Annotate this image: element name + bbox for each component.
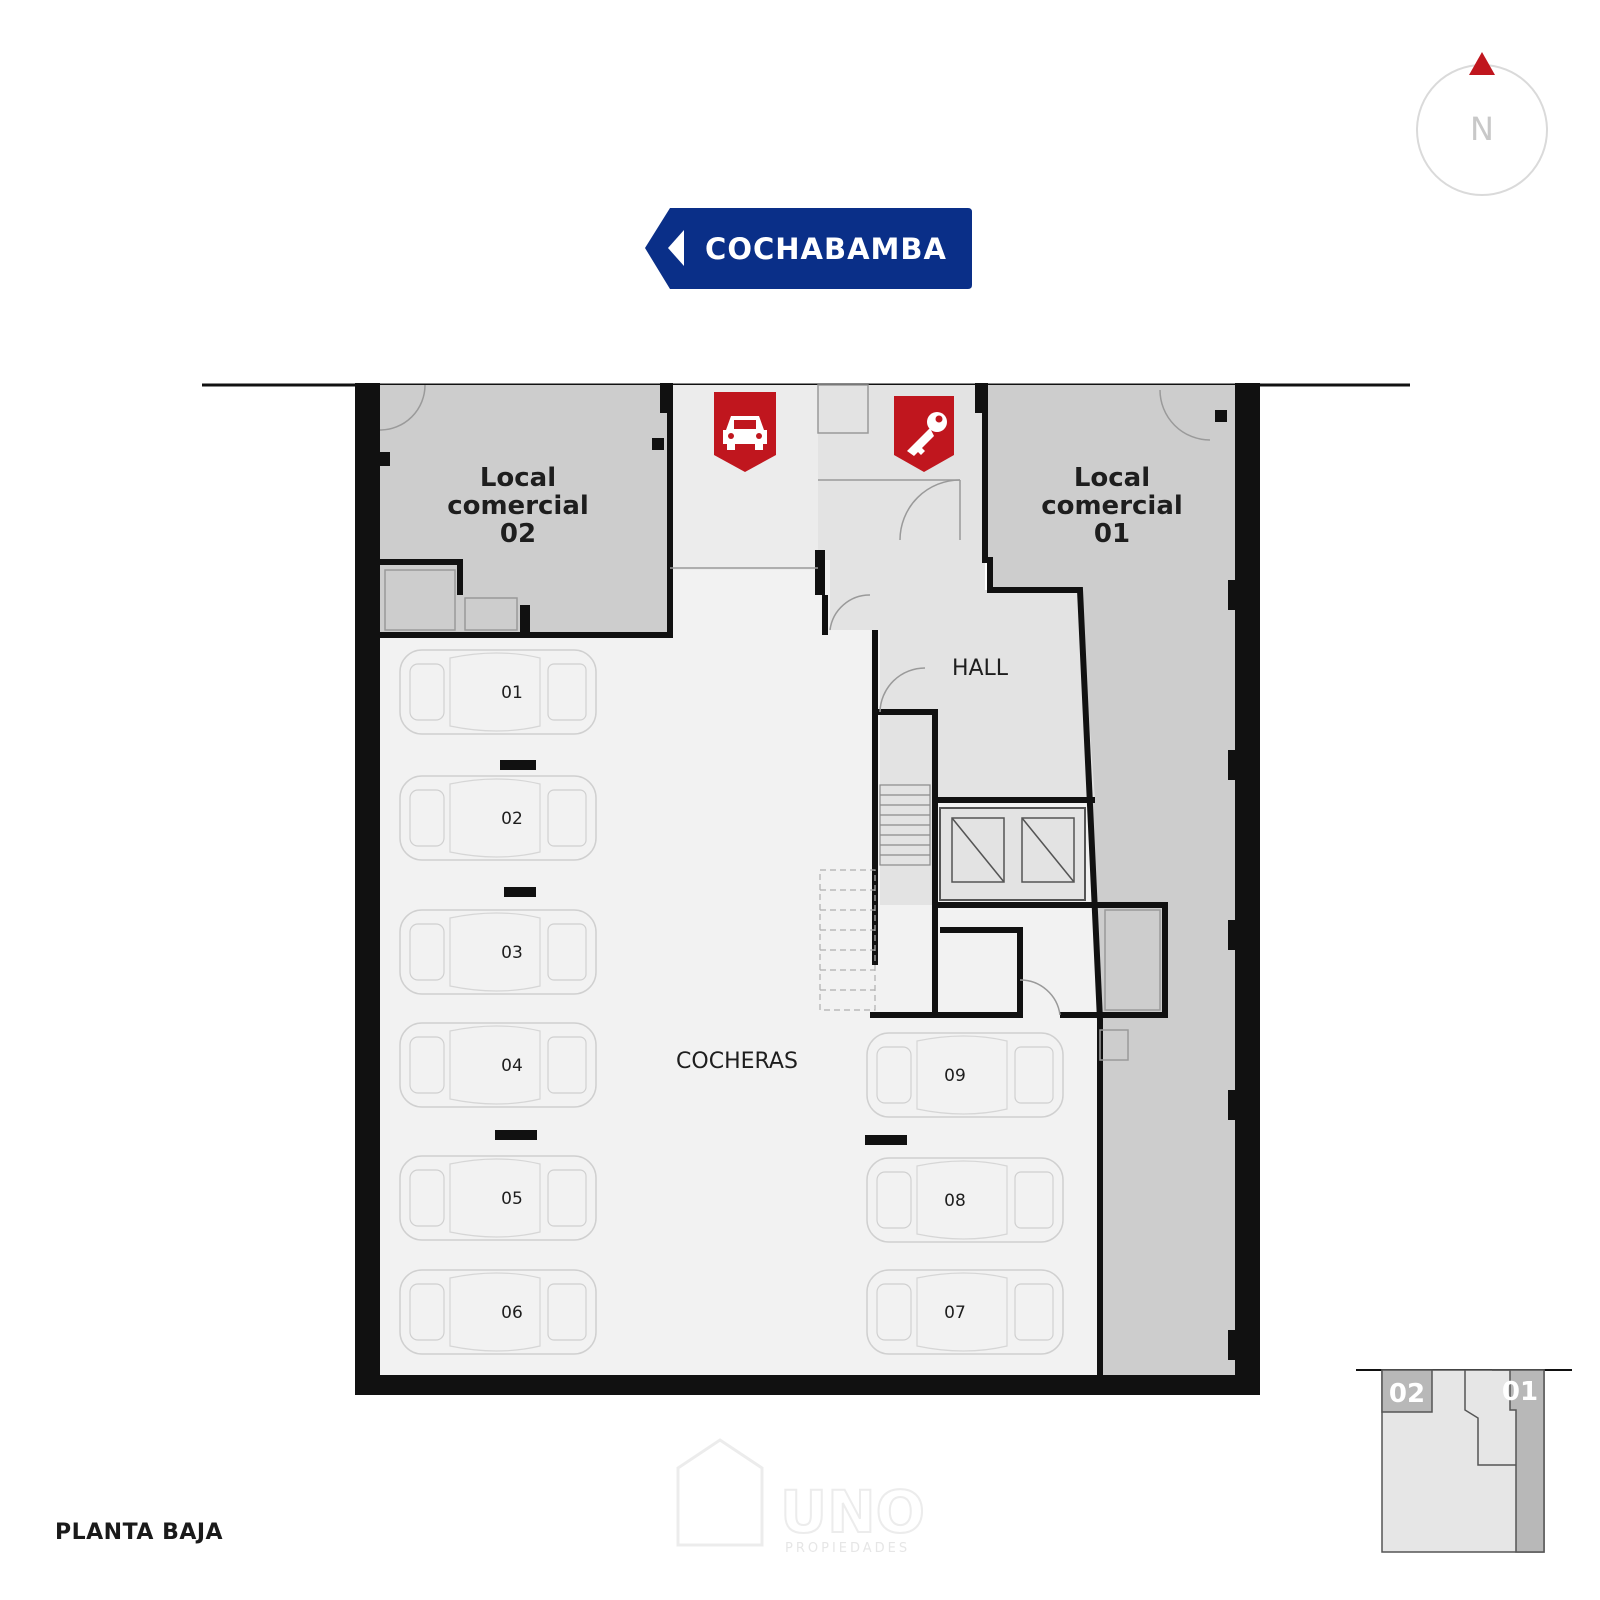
parking-dividers	[495, 760, 907, 1145]
parking-spots: 01 02 03 04 05 06 07 08 09	[399, 649, 1064, 1355]
watermark-sub: PROPIEDADES	[785, 1541, 910, 1556]
parking-spot-label: 03	[501, 943, 523, 963]
local-02-line-1: Local	[480, 463, 556, 493]
parking-spot-label: 08	[944, 1191, 966, 1211]
street-sign: COCHABAMBA	[645, 208, 972, 289]
parked-car-icon	[399, 775, 597, 861]
compass: N	[1416, 52, 1548, 196]
local-02-line-2: comercial	[447, 491, 589, 521]
parking-spot-label: 04	[501, 1056, 523, 1076]
house-logo-icon	[676, 1438, 764, 1547]
outer-walls	[355, 383, 1260, 1395]
key-entrance-icon	[894, 396, 954, 472]
watermark: UNO PROPIEDADES	[676, 1438, 926, 1556]
parking-spot-label: 07	[944, 1303, 966, 1323]
compass-label: N	[1470, 110, 1494, 148]
hall-area	[818, 385, 1095, 905]
parking-spot-label: 05	[501, 1189, 523, 1209]
parked-car-icon	[399, 909, 597, 995]
key-plan: 02 01	[1356, 1369, 1572, 1553]
local-01-line-2: comercial	[1041, 491, 1183, 521]
parked-car-icon	[866, 1157, 1064, 1243]
parked-car-icon	[866, 1269, 1064, 1355]
street-name: COCHABAMBA	[705, 232, 947, 266]
parking-spot-label: 01	[501, 683, 523, 703]
hall-label: HALL	[952, 656, 1009, 681]
parking-spot-label: 02	[501, 809, 523, 829]
parked-car-icon	[399, 1155, 597, 1241]
local-01-line-3: 01	[1094, 519, 1130, 549]
parking-spot-label: 09	[944, 1066, 966, 1086]
local-02-line-3: 02	[500, 519, 536, 549]
parked-car-icon	[399, 1022, 597, 1108]
key-plan-label-02: 02	[1389, 1379, 1425, 1409]
north-arrow-icon	[1469, 52, 1495, 75]
fixtures	[379, 384, 1211, 1061]
arrow-left-icon	[668, 230, 684, 266]
watermark-brand: UNO	[780, 1478, 925, 1546]
local-02-area	[380, 385, 670, 635]
parked-car-icon	[866, 1032, 1064, 1118]
parking-spot-label: 06	[501, 1303, 523, 1323]
local-01-line-1: Local	[1074, 463, 1150, 493]
local-01-area	[985, 385, 1235, 1375]
stairs	[879, 784, 931, 866]
car-entrance-icon	[714, 392, 776, 472]
parked-car-icon	[399, 649, 597, 735]
plan-title: PLANTA BAJA	[55, 1520, 224, 1545]
key-plan-label-01: 01	[1502, 1377, 1538, 1407]
wall-pilasters	[380, 383, 1238, 1360]
cocheras-label: COCHERAS	[676, 1049, 798, 1074]
parked-car-icon	[399, 1269, 597, 1355]
ramp	[819, 869, 876, 1011]
key-icon	[907, 412, 947, 456]
elevators	[939, 807, 1086, 901]
